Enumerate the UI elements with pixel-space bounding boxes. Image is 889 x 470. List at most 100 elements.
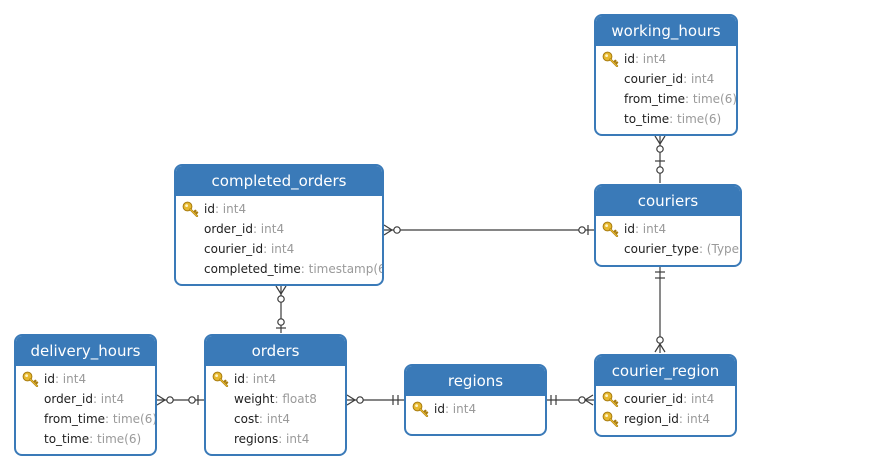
field-type: : int4 [54, 372, 87, 386]
table-title: delivery_hours [16, 336, 155, 366]
field-row[interactable]: to_time: time(6) [16, 429, 155, 449]
relation-orders-regions [346, 394, 404, 406]
field-type: : int4 [678, 412, 711, 426]
field-row[interactable]: order_id: int4 [176, 219, 382, 239]
field-name: cost [234, 412, 259, 426]
field-name: id [204, 202, 215, 216]
field-row[interactable]: courier_type: (Type) [596, 239, 740, 259]
field-name: courier_id [204, 242, 264, 256]
field-name: courier_id [624, 392, 684, 406]
field-type: : int4 [252, 222, 285, 236]
relation-delivery-hours-orders [156, 394, 204, 406]
relation-completed-orders-orders [275, 285, 287, 333]
field-name: completed_time [204, 262, 301, 276]
field-row[interactable]: id: int4 [176, 199, 382, 219]
field-type: : int4 [263, 242, 295, 256]
field-row[interactable]: id: int4 [596, 49, 736, 69]
field-type: : int4 [683, 392, 715, 406]
relation-regions-courier-region [546, 394, 594, 406]
key-icon [22, 371, 39, 388]
field-type: : time(6) [89, 432, 142, 446]
relation-working-hours-couriers [654, 135, 666, 183]
field-type: : int4 [634, 222, 667, 236]
field-name: order_id [44, 392, 93, 406]
field-name: to_time [624, 112, 670, 126]
field-name: id [44, 372, 55, 386]
field-name: id [234, 372, 245, 386]
field-name: courier_type [624, 242, 699, 256]
field-type: : time(6) [669, 112, 722, 126]
relation-completed-orders-couriers [383, 224, 594, 236]
table-title: courier_region [596, 356, 735, 386]
field-type: : timestamp(6) [300, 262, 384, 276]
field-row[interactable]: region_id: int4 [596, 409, 735, 429]
table-regions[interactable]: regions id: int4 [404, 364, 547, 436]
field-type: : time(6) [105, 412, 157, 426]
field-name: from_time [44, 412, 106, 426]
field-name: id [434, 402, 445, 416]
field-row[interactable]: to_time: time(6) [596, 109, 736, 129]
field-name: id [624, 52, 635, 66]
relation-couriers-courier-region [654, 266, 666, 353]
field-row[interactable]: id: int4 [406, 399, 545, 419]
key-icon [182, 201, 199, 218]
field-row[interactable]: completed_time: timestamp(6) [176, 259, 382, 279]
field-type: : int4 [92, 392, 125, 406]
field-row[interactable]: from_time: time(6) [16, 409, 155, 429]
field-name: to_time [44, 432, 90, 446]
field-row[interactable]: courier_id: int4 [596, 389, 735, 409]
field-name: region_id [624, 412, 679, 426]
key-icon [602, 391, 619, 408]
field-list: id: int4 [406, 396, 545, 419]
field-row[interactable]: cost: int4 [206, 409, 345, 429]
field-name: courier_id [624, 72, 684, 86]
field-row[interactable]: id: int4 [596, 219, 740, 239]
key-icon [602, 411, 619, 428]
field-row[interactable]: id: int4 [16, 369, 155, 389]
field-name: from_time [624, 92, 686, 106]
field-row[interactable]: regions: int4 [206, 429, 345, 449]
field-name: id [624, 222, 635, 236]
key-icon [602, 51, 619, 68]
field-type: : int4 [683, 72, 715, 86]
field-type: : int4 [244, 372, 277, 386]
field-type: : int4 [278, 432, 310, 446]
field-type: : (Type) [698, 242, 742, 256]
table-title: working_hours [596, 16, 736, 46]
field-row[interactable]: order_id: int4 [16, 389, 155, 409]
field-type: : float8 [274, 392, 317, 406]
field-row[interactable]: courier_id: int4 [596, 69, 736, 89]
field-type: : int4 [214, 202, 247, 216]
key-icon [602, 221, 619, 238]
key-icon [212, 371, 229, 388]
field-row[interactable]: weight: float8 [206, 389, 345, 409]
field-type: : int4 [634, 52, 667, 66]
field-row[interactable]: id: int4 [206, 369, 345, 389]
field-name: regions [234, 432, 279, 446]
field-name: weight [234, 392, 275, 406]
table-title: regions [406, 366, 545, 396]
field-row[interactable]: courier_id: int4 [176, 239, 382, 259]
field-type: : int4 [444, 402, 477, 416]
table-title: orders [206, 336, 345, 366]
field-name: order_id [204, 222, 253, 236]
field-type: : time(6) [685, 92, 738, 106]
field-row[interactable]: from_time: time(6) [596, 89, 736, 109]
field-type: : int4 [258, 412, 291, 426]
table-title: couriers [596, 186, 740, 216]
table-title: completed_orders [176, 166, 382, 196]
key-icon [412, 401, 429, 418]
